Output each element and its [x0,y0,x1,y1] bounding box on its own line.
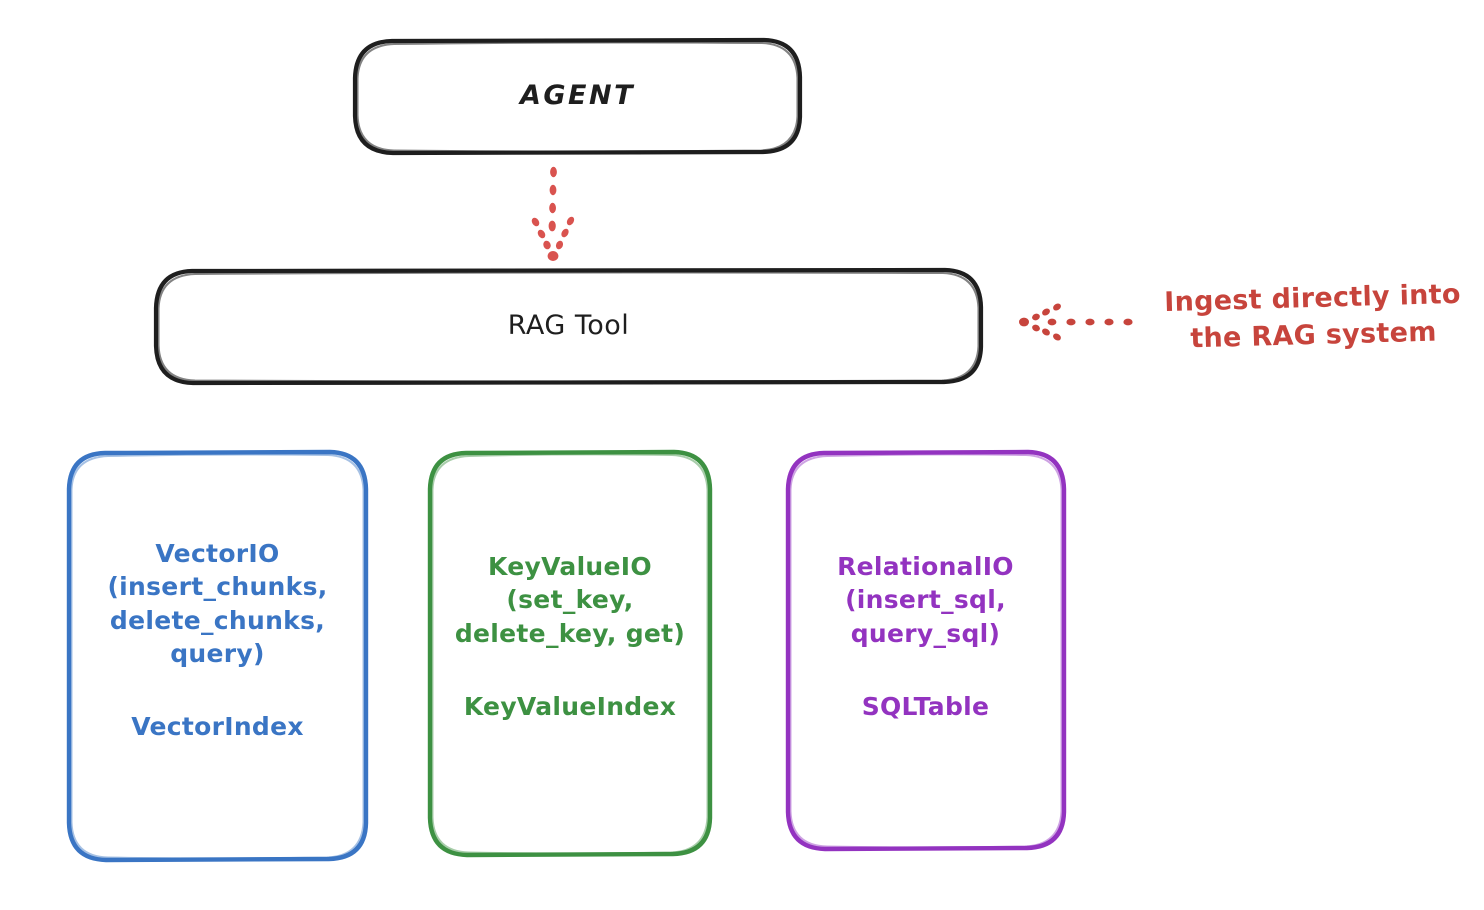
sql-table-label: SQLTable [861,691,990,721]
agent-node-label: AGENT [519,80,635,112]
ingest-annotation-label: Ingest directly into the RAG system [1163,278,1462,355]
rag-tool-node-label: RAG Tool [507,310,630,342]
ingest-arrow [1019,303,1133,341]
key-value-io-api-label: KeyValueIO (set_key, delete_key, get) [454,552,686,648]
key-value-io-node-text: KeyValueIO (set_key, delete_key, get) Ke… [430,550,710,723]
key-value-index-label: KeyValueIndex [463,691,677,721]
vector-io-api-label: VectorIO (insert_chunks, delete_chunks, … [107,539,328,668]
relational-io-node-text: RelationalIO (insert_sql, query_sql) SQL… [788,550,1063,723]
vector-index-label: VectorIndex [131,712,304,741]
relational-io-api-label: RelationalIO (insert_sql, query_sql) [837,552,1014,648]
vector-io-node-text: VectorIO (insert_chunks, delete_chunks, … [69,537,366,743]
agent-to-rag-arrow [531,166,575,261]
